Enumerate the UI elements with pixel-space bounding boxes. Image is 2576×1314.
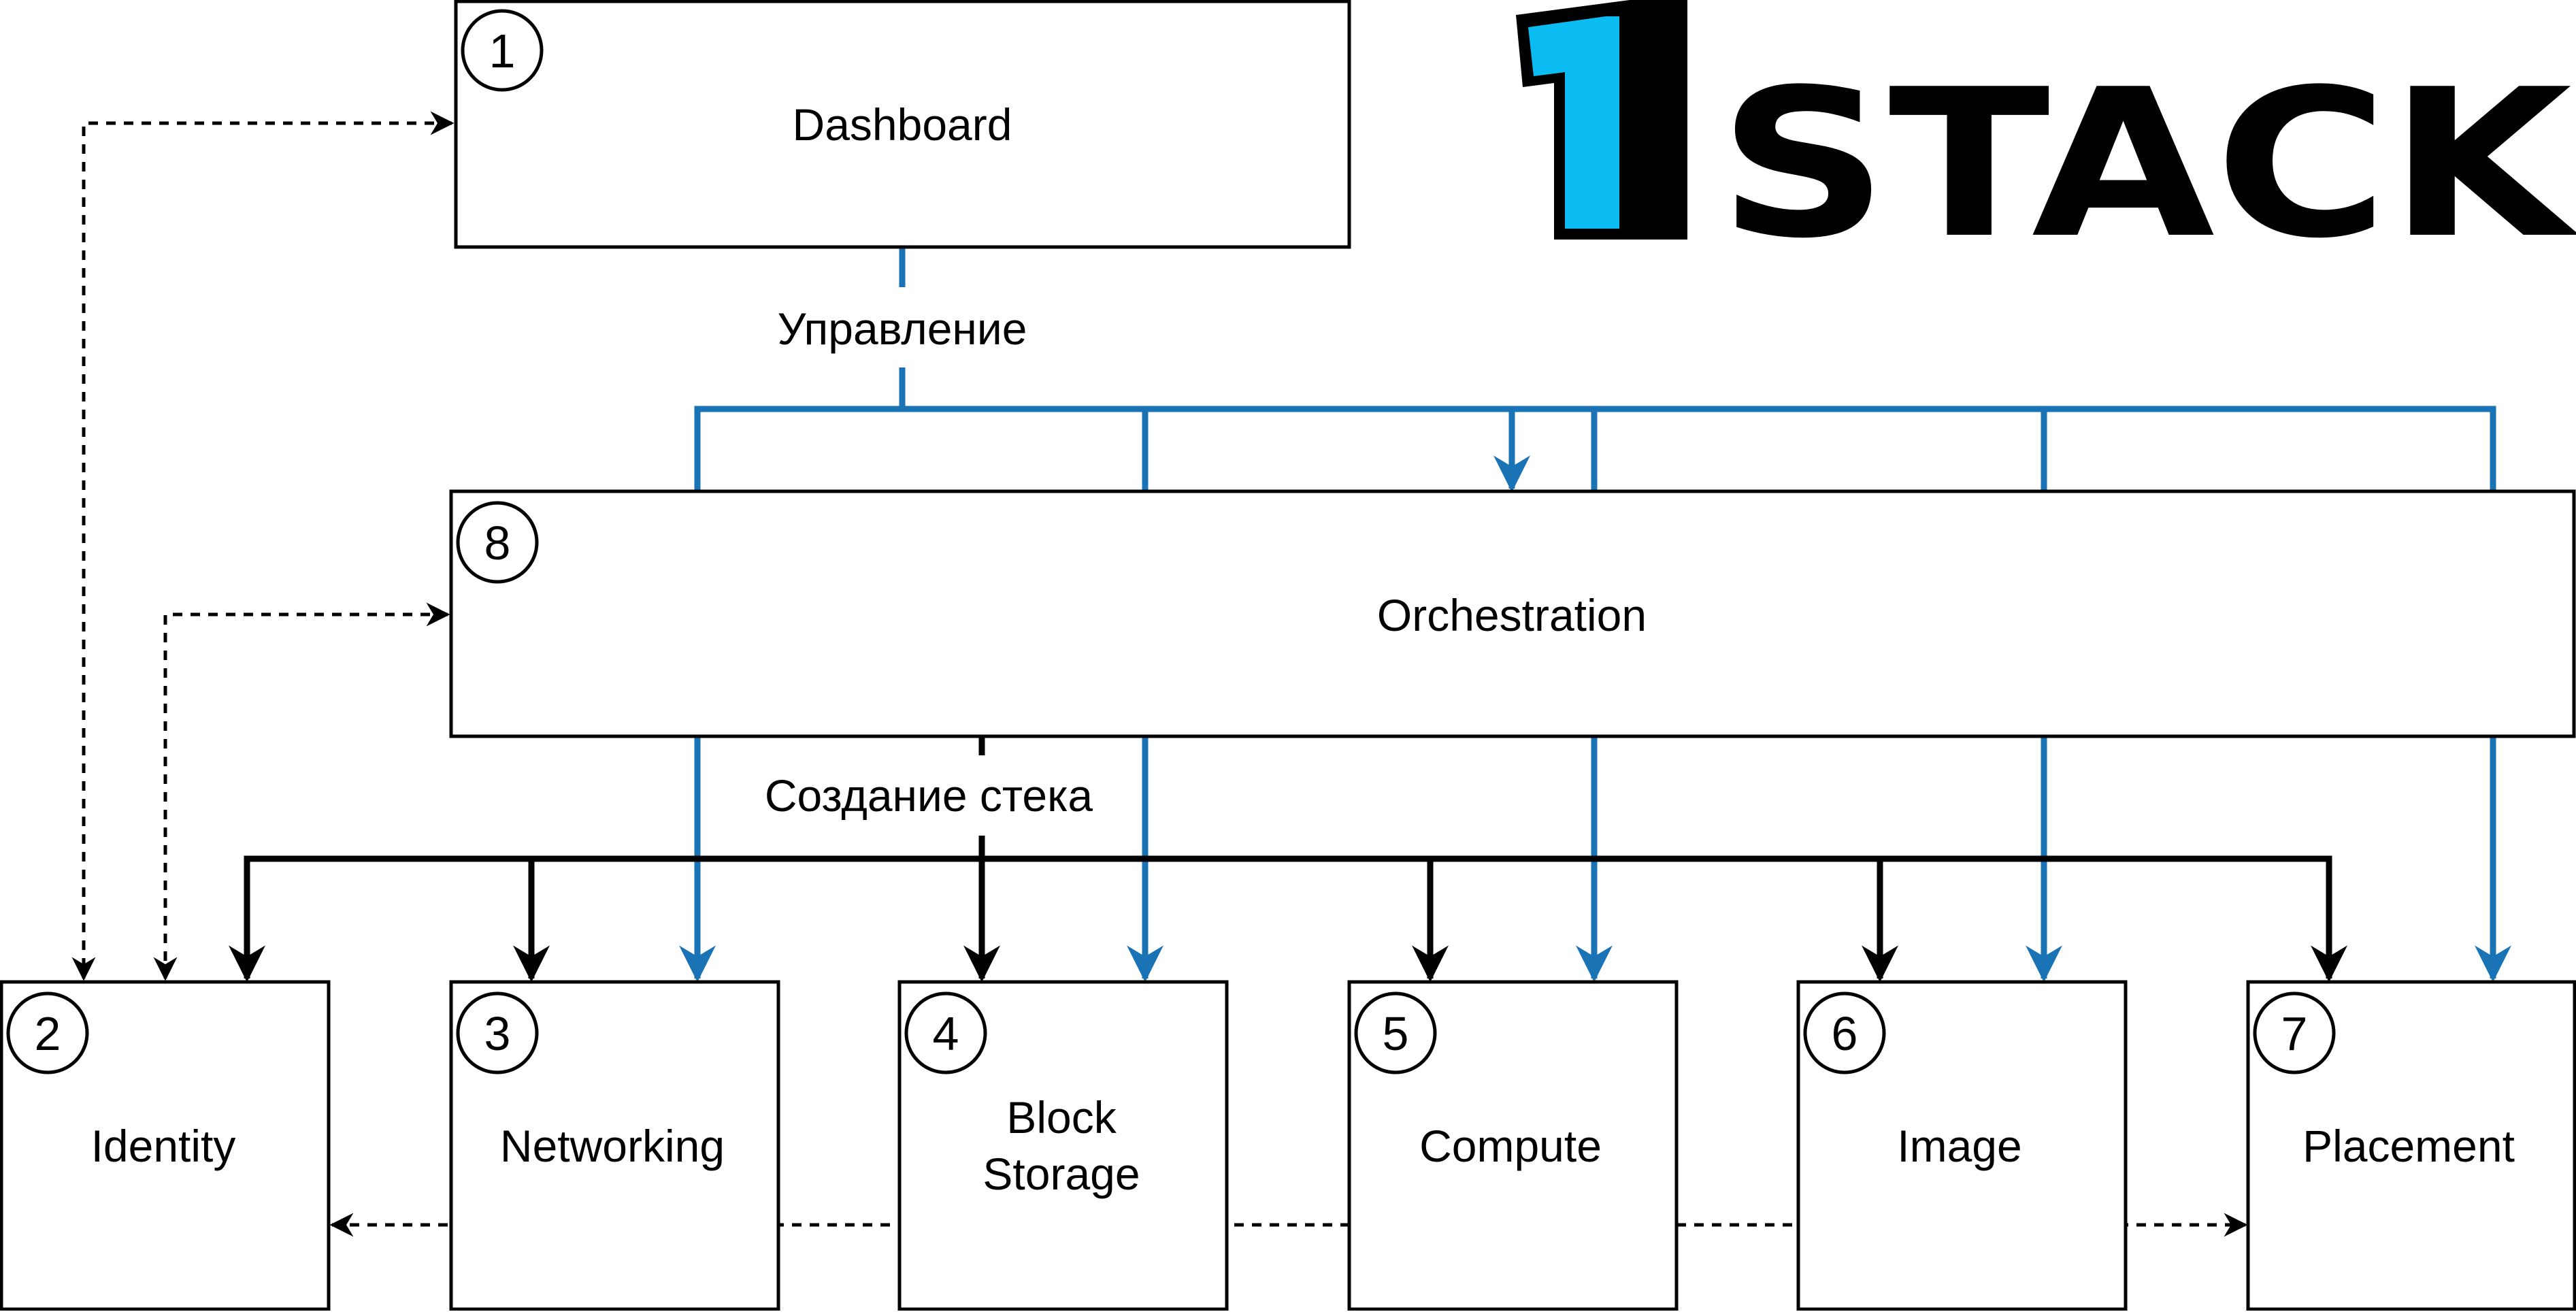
compute-number: 5 xyxy=(1383,1007,1409,1060)
networking-number-badge xyxy=(456,991,539,1074)
dashboard-label: Dashboard xyxy=(793,99,1012,150)
orchestration-box xyxy=(449,489,2576,738)
component-block-storage: 4 Block Storage xyxy=(897,980,1229,1311)
networking-label: Networking xyxy=(500,1121,725,1171)
dashboard-box xyxy=(454,0,1351,249)
component-orchestration: 8 Orchestration xyxy=(449,489,2576,738)
management-label: Управление xyxy=(778,303,1027,354)
placement-label: Placement xyxy=(2302,1121,2515,1171)
image-number-badge xyxy=(1803,991,1886,1074)
component-placement: 7 Placement xyxy=(2246,980,2576,1311)
compute-label: Compute xyxy=(1419,1121,1602,1171)
block-storage-label-line2: Storage xyxy=(982,1149,1140,1199)
stack-creation-connectors xyxy=(229,736,2347,983)
component-image: 6 Image xyxy=(1796,980,2128,1311)
placement-number: 7 xyxy=(2281,1007,2308,1060)
component-identity: 2 Identity xyxy=(0,980,331,1311)
component-networking: 3 Networking xyxy=(449,980,780,1311)
management-connectors xyxy=(694,248,2496,493)
identity-dashboard-link xyxy=(71,111,455,981)
logo-wordmark: STACK xyxy=(1718,46,2576,283)
logo: STACK xyxy=(1516,0,2576,283)
networking-number: 3 xyxy=(484,1007,511,1060)
dashboard-number-badge xyxy=(461,9,544,92)
image-label: Image xyxy=(1897,1121,2021,1171)
component-compute: 5 Compute xyxy=(1347,980,1679,1311)
identity-number-badge xyxy=(6,991,89,1074)
placement-number-badge xyxy=(2253,991,2336,1074)
stack-creation-bus xyxy=(229,855,2347,983)
identity-number: 2 xyxy=(35,1007,61,1060)
stack-creation-label-bg xyxy=(738,761,1123,829)
identity-label: Identity xyxy=(91,1121,236,1171)
orchestration-label: Orchestration xyxy=(1377,590,1647,640)
block-storage-number: 4 xyxy=(933,1007,959,1060)
orchestration-number-badge xyxy=(456,501,539,584)
image-number: 6 xyxy=(1832,1007,1858,1060)
compute-number-badge xyxy=(1354,991,1437,1074)
block-storage-number-badge xyxy=(904,991,987,1074)
dashboard-number: 1 xyxy=(489,24,516,78)
logo-digit-fill xyxy=(1528,16,1619,229)
connector-labels: Управление Создание стека xyxy=(738,293,1123,829)
component-dashboard: 1 Dashboard xyxy=(454,0,1351,249)
stack-creation-label: Создание стека xyxy=(765,770,1093,821)
block-storage-label-line1: Block xyxy=(1006,1092,1117,1143)
identity-orchestration-link xyxy=(153,602,450,981)
orchestration-number: 8 xyxy=(484,516,511,570)
management-label-bg xyxy=(752,293,1051,361)
